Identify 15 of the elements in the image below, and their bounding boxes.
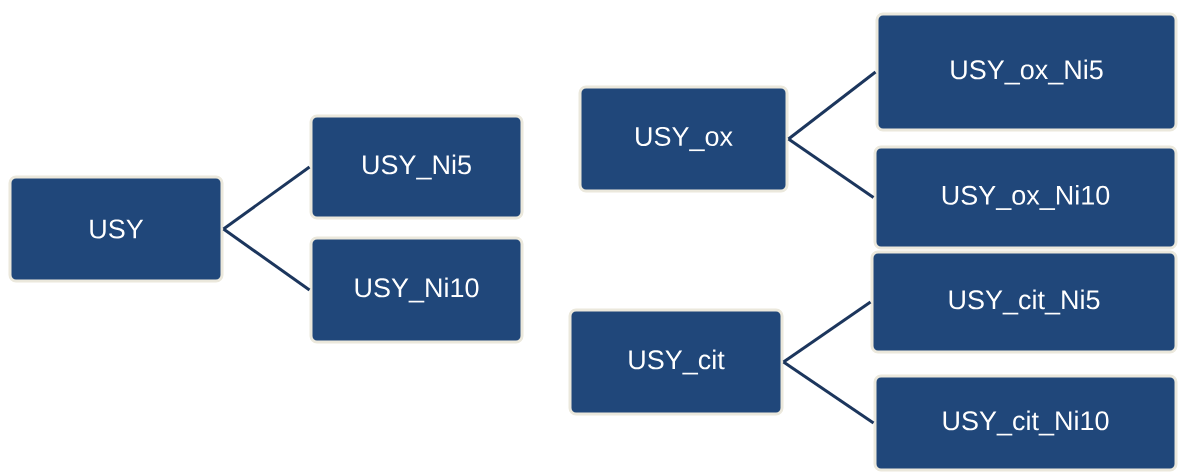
sample-box: USY_Ni10	[309, 236, 524, 344]
sample-box: USY_ox_Ni5	[875, 12, 1178, 132]
connector-line	[787, 70, 877, 141]
sample-box: USY_ox	[578, 85, 789, 193]
sample-box: USY_cit	[568, 308, 784, 416]
connector-line	[787, 137, 875, 199]
sample-box: USY_cit_Ni10	[873, 374, 1178, 472]
sample-box: USY_cit_Ni5	[870, 250, 1178, 354]
sample-box: USY_ox_Ni10	[873, 145, 1178, 250]
connector-line	[222, 165, 311, 231]
connector-line	[222, 227, 311, 292]
connector-line	[782, 360, 875, 425]
sample-box: USY	[8, 175, 224, 283]
connector-line	[782, 300, 872, 364]
sample-box: USY_Ni5	[309, 114, 524, 220]
